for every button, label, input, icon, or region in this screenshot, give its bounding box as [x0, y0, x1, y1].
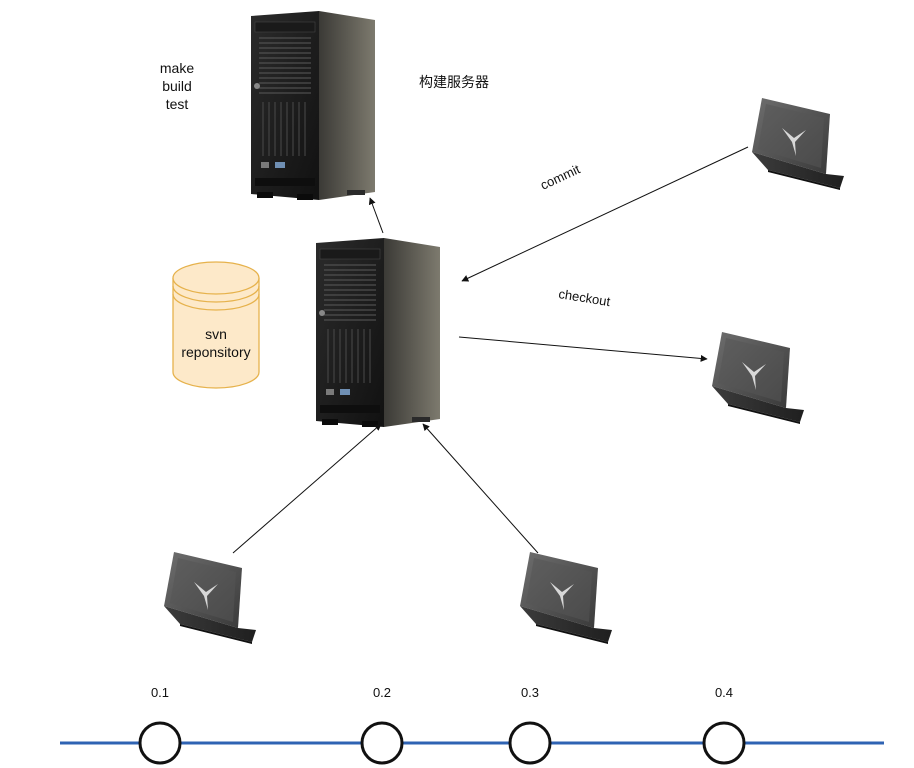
version-label-0.3: 0.3: [521, 685, 539, 700]
timeline-node-0.4: [702, 721, 746, 765]
arrow-from-bottom-left-laptop: [232, 423, 382, 554]
arrow-from-bottom-right-laptop: [422, 423, 539, 554]
checkout-label: checkout: [558, 286, 612, 309]
version-label-0.1: 0.1: [151, 685, 169, 700]
arrow-checkout: [458, 336, 708, 362]
build-server-icon: [250, 10, 376, 201]
arrow-to-build-server: [368, 197, 384, 234]
laptop-bottom-left-icon: [164, 552, 256, 644]
version-label-0.2: 0.2: [373, 685, 391, 700]
build-server-task-build: build: [162, 78, 192, 94]
commit-label: commit: [538, 161, 583, 192]
timeline-node-0.3: [508, 721, 552, 765]
timeline-node-0.2: [360, 721, 404, 765]
timeline-node-0.1: [138, 721, 182, 765]
build-server-task-test: test: [166, 96, 189, 112]
laptop-bottom-right-icon: [520, 552, 612, 644]
build-server-label: 构建服务器: [419, 74, 489, 90]
laptop-checkout-icon: [712, 332, 804, 424]
version-label-0.4: 0.4: [715, 685, 733, 700]
svn-repository-cylinder: [172, 261, 260, 389]
svn-server-icon: [315, 237, 441, 428]
arrow-commit: [461, 146, 749, 282]
laptop-commit-icon: [752, 98, 844, 190]
repository-label-line-1: svn: [205, 326, 227, 342]
version-timeline: [60, 721, 884, 765]
build-server-task-make: make: [160, 60, 194, 76]
repository-label-line-2: reponsitory: [181, 344, 250, 360]
